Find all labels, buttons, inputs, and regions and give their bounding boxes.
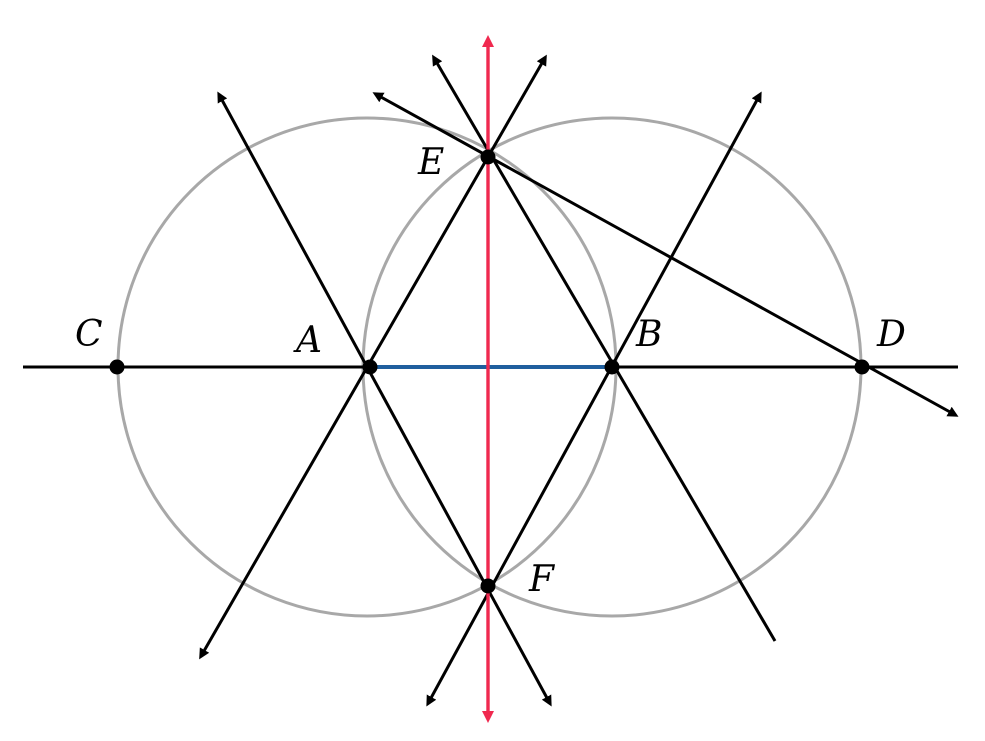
label-f: F xyxy=(528,559,556,600)
point-e xyxy=(480,149,496,165)
point-f xyxy=(480,578,496,594)
label-d: D xyxy=(876,314,906,355)
label-b: B xyxy=(635,314,662,355)
point-a xyxy=(362,359,378,375)
label-e: E xyxy=(417,142,444,183)
point-d xyxy=(854,359,870,375)
ray-af xyxy=(217,91,552,707)
point-c xyxy=(109,359,125,375)
label-c: C xyxy=(75,314,103,355)
point-b xyxy=(604,359,620,375)
line-ed xyxy=(372,92,959,417)
label-a: A xyxy=(293,320,322,361)
ray-bf xyxy=(426,91,762,707)
